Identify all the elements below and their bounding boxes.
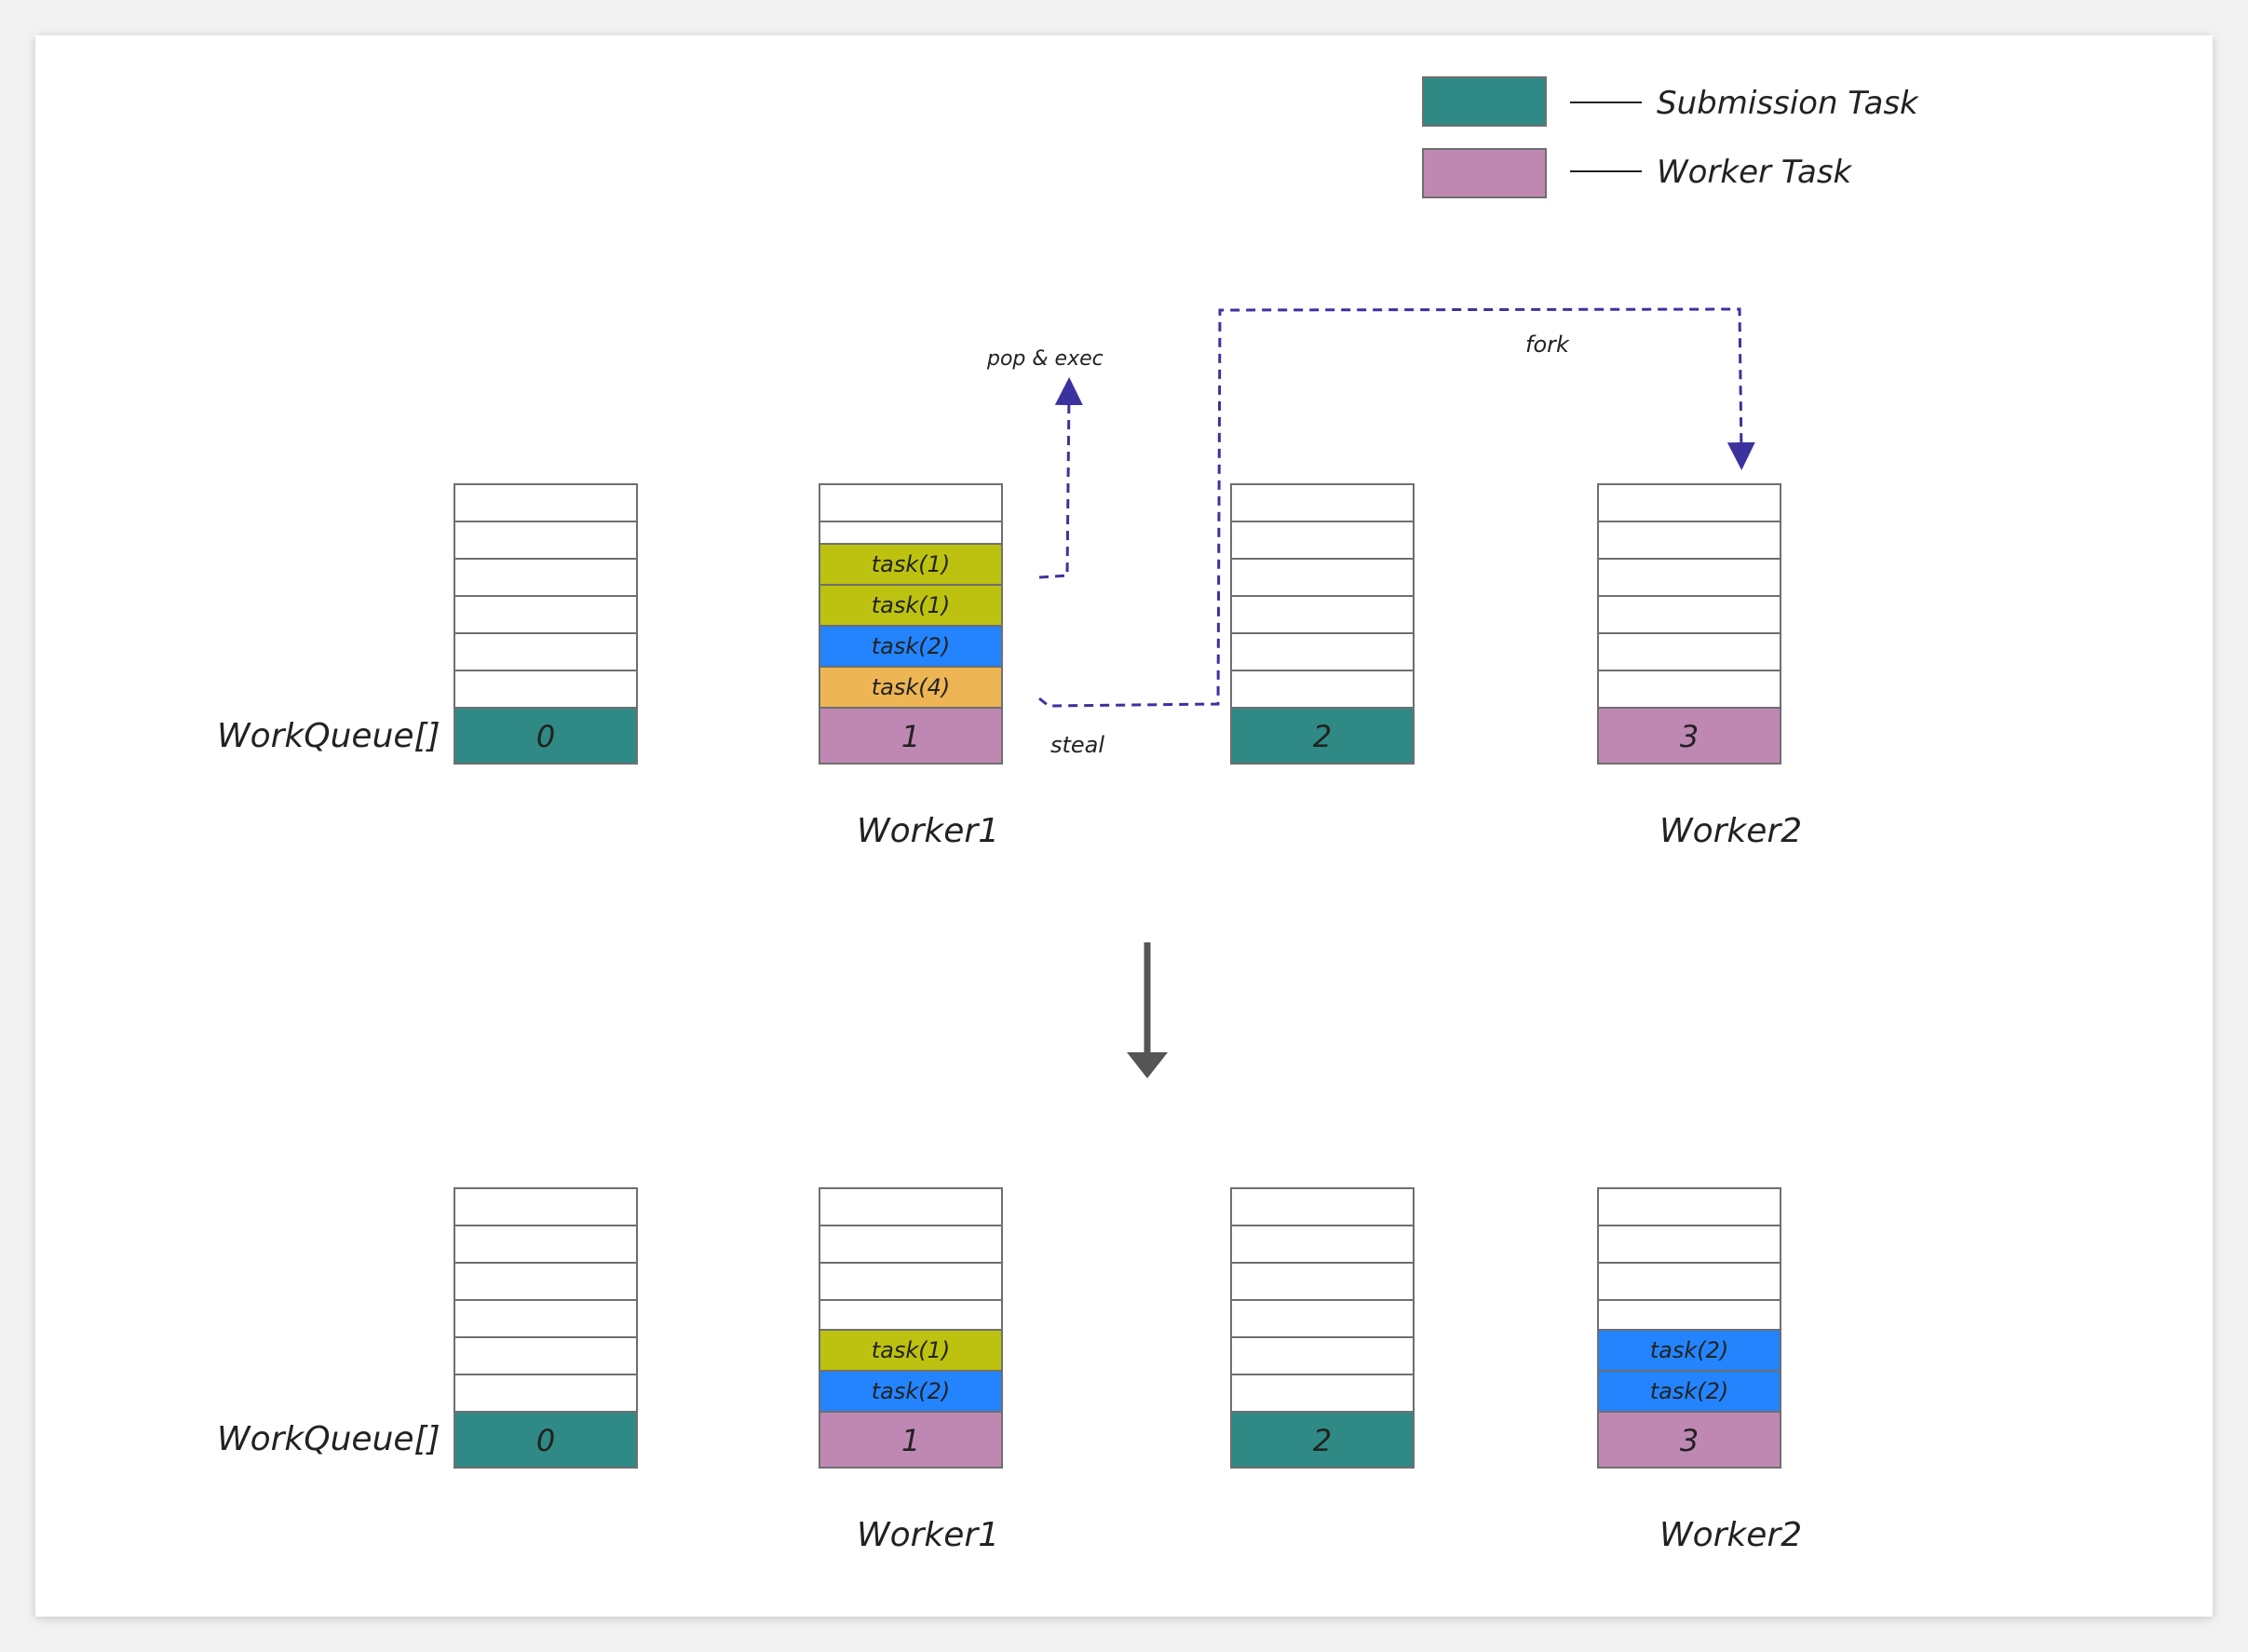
steal-label: steal (1050, 732, 1104, 758)
queue-index-cell (819, 1411, 1003, 1469)
queue-0: 0 (454, 483, 638, 765)
legend-submission-swatch (1422, 76, 1547, 127)
queue-slot (1230, 558, 1415, 597)
task-label: task(2) (872, 1378, 951, 1404)
task-label: task(4) (872, 674, 951, 700)
queue-slot (454, 483, 638, 522)
worker1-caption-bottom: Worker1 (857, 1516, 999, 1554)
queue-slot (819, 1262, 1003, 1301)
queue-slot (1230, 1336, 1415, 1375)
queue-index-cell (1230, 707, 1415, 765)
task-label: task(1) (872, 551, 951, 577)
queue-index-cell (1230, 1411, 1415, 1469)
queue-slot (1230, 1187, 1415, 1226)
queue-slot (1597, 1262, 1781, 1301)
queue-index-cell (454, 707, 638, 765)
task-block (1597, 1329, 1781, 1372)
top-queues: 0 1 task(1) task(1) task(2) task(4) 2 3 (454, 483, 1781, 765)
worker1-caption-top: Worker1 (857, 812, 999, 850)
queue-slot (1597, 1225, 1781, 1264)
queue-slot (1230, 1225, 1415, 1264)
queue-slot (454, 1262, 638, 1301)
worker2-caption-top: Worker2 (1659, 812, 1802, 850)
legend-submission-label: Submission Task (1657, 85, 1919, 122)
pop-exec-label: pop & exec (986, 347, 1104, 371)
workqueue-label-bottom: WorkQueue[] (217, 1420, 440, 1458)
queue-2: 2 (1230, 1187, 1415, 1469)
queue-slot (1230, 483, 1415, 522)
queue-2: 2 (1230, 483, 1415, 765)
queue-slot (819, 1225, 1003, 1264)
queue-slot (454, 1187, 638, 1226)
legend-worker-swatch (1422, 148, 1547, 198)
queue-slot (454, 1374, 638, 1413)
queue-slot (1230, 1299, 1415, 1338)
task-label: task(2) (1650, 1337, 1729, 1363)
queue-slot (454, 558, 638, 597)
queue-slot (454, 1336, 638, 1375)
queue-slot (819, 1187, 1003, 1226)
queue-slot (1230, 595, 1415, 634)
queue-slot (1597, 521, 1781, 560)
queue-slot (454, 1299, 638, 1338)
queue-slot (1230, 1262, 1415, 1301)
fork-label: fork (1525, 332, 1570, 358)
workqueue-label-top: WorkQueue[] (217, 717, 440, 755)
queue-index-label: 3 (1680, 719, 1699, 754)
queue-3: 3 (1597, 483, 1781, 765)
queue-slot (1230, 670, 1415, 709)
queue-index-label: 2 (1313, 719, 1332, 754)
queue-1: 1 task(1) task(1) task(2) task(4) (819, 483, 1003, 765)
queue-index-label: 0 (536, 719, 555, 754)
queue-slot (454, 521, 638, 560)
queue-index-cell (819, 707, 1003, 765)
queue-index-label: 1 (901, 719, 920, 754)
pop-exec-arrow (1038, 377, 1083, 579)
queue-slot (1230, 632, 1415, 671)
queue-index-cell (1597, 1411, 1781, 1469)
task-label: task(1) (872, 592, 951, 618)
queue-slot (454, 670, 638, 709)
queue-slot (1597, 1187, 1781, 1226)
queue-1: 1 task(1) task(2) (819, 1187, 1003, 1469)
queue-slot (1597, 670, 1781, 709)
queue-slot (1597, 558, 1781, 597)
task-label: task(2) (872, 633, 951, 659)
task-block (819, 1370, 1003, 1413)
queue-0: 0 (454, 1187, 638, 1469)
queue-slot (819, 483, 1003, 522)
queue-slot (1597, 632, 1781, 671)
task-block (819, 666, 1003, 709)
bottom-queues: 0 1 task(1) task(2) 2 3 task(2) task(2) (454, 1187, 1781, 1469)
queue-index-label: 1 (901, 1423, 920, 1458)
queue-index-label: 3 (1680, 1423, 1699, 1458)
queue-slot (454, 1225, 638, 1264)
queue-slot (1230, 1374, 1415, 1413)
diagram-card: Submission Task Worker Task WorkQueue[] … (35, 35, 2213, 1617)
task-label: task(2) (1650, 1378, 1729, 1404)
queue-index-cell (1597, 707, 1781, 765)
queue-slot (454, 595, 638, 634)
legend: Submission Task Worker Task (1422, 76, 1919, 198)
task-block (1597, 1370, 1781, 1413)
queue-index-label: 2 (1313, 1423, 1332, 1458)
workqueue-diagram: Submission Task Worker Task WorkQueue[] … (217, 76, 1919, 1554)
queue-index-label: 0 (536, 1423, 555, 1458)
queue-slot (1230, 521, 1415, 560)
task-label: task(1) (872, 1337, 951, 1363)
queue-slot (454, 632, 638, 671)
legend-worker-label: Worker Task (1657, 154, 1853, 191)
queue-slot (1597, 483, 1781, 522)
queue-slot (1597, 595, 1781, 634)
worker2-caption-bottom: Worker2 (1659, 1516, 1802, 1554)
queue-3: 3 task(2) task(2) (1597, 1187, 1781, 1469)
queue-index-cell (454, 1411, 638, 1469)
transition-arrow (1127, 942, 1168, 1078)
